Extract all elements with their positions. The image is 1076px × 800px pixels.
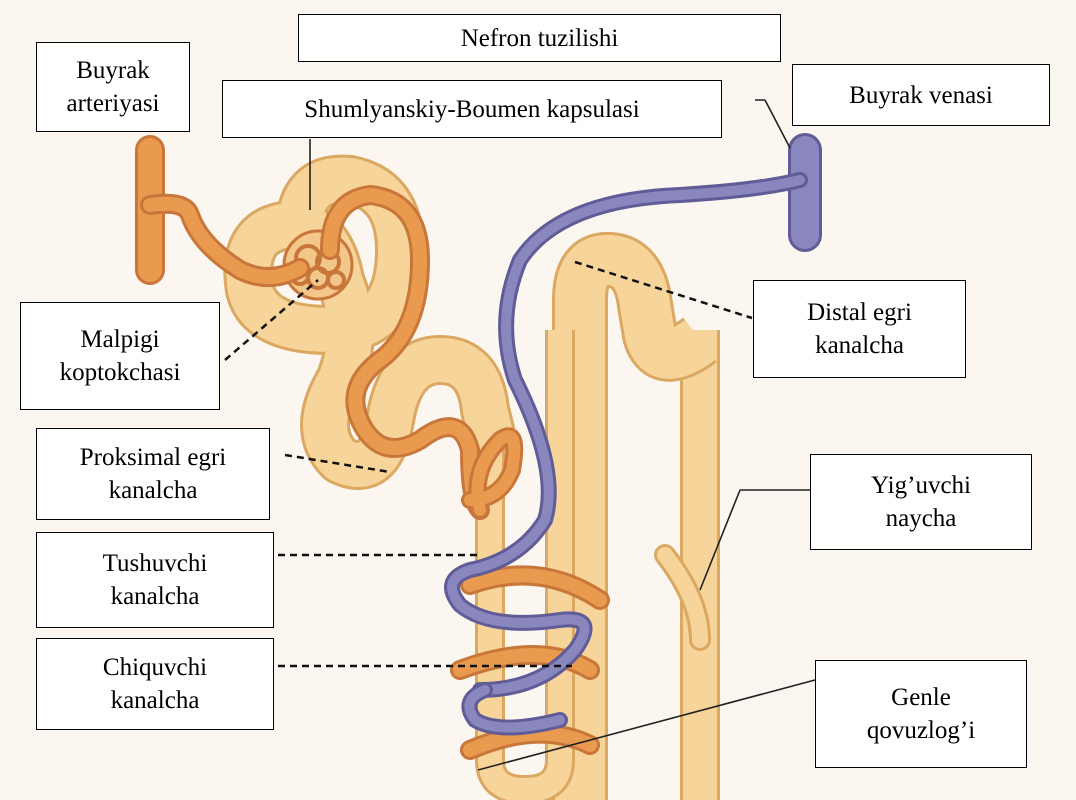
label-distal: Distal egri kanalcha [753,280,966,378]
label-yiguvchi: Yig’uvchi naycha [810,454,1032,550]
label-buyrak-arteriyasi: Buyrak arteriyasi [36,42,190,132]
diagram-title: Nefron tuzilishi [298,14,781,62]
label-chiquvchi: Chiquvchi kanalcha [36,638,274,730]
label-tushuvchi: Tushuvchi kanalcha [36,532,274,628]
label-genle: Genle qovuzlog’i [815,660,1027,768]
label-malpigi: Malpigi koptokchasi [20,302,220,410]
label-buyrak-venasi: Buyrak venasi [792,64,1050,126]
label-proksimal: Proksimal egri kanalcha [36,428,270,520]
label-kapsula: Shumlyanskiy-Boumen kapsulasi [222,80,722,138]
